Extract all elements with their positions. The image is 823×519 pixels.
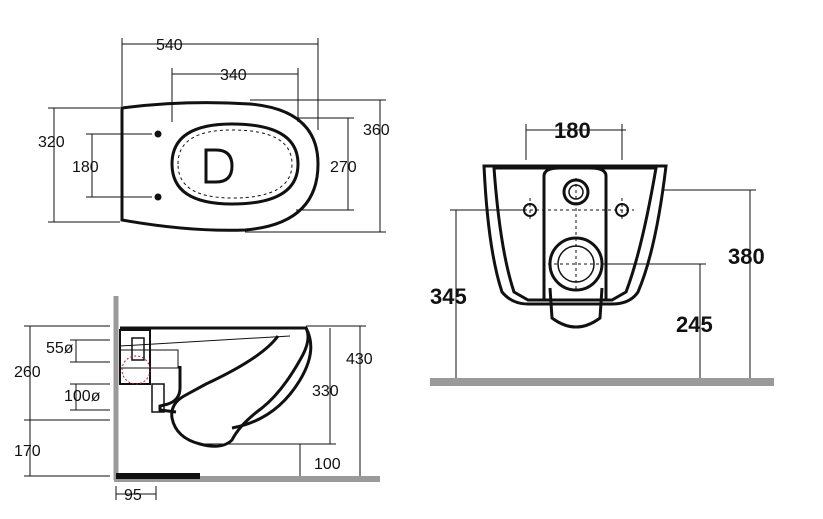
dim-side-rim-height: 430: [346, 351, 373, 368]
dim-top-length: 540: [156, 37, 183, 54]
side-view-inlet-marker: [121, 355, 151, 385]
dim-side-outlet-diameter: 100ø: [64, 388, 101, 405]
dim-top-seat-width: 270: [330, 159, 357, 176]
rear-view-inner: [492, 166, 658, 302]
dim-rear-outlet-height: 245: [676, 312, 713, 337]
dim-side-wall-depth: 95: [124, 487, 142, 504]
dim-side-bowl-height: 330: [312, 383, 339, 400]
dim-side-outlet-height: 260: [14, 364, 41, 381]
top-view-outline: [120, 101, 320, 232]
dim-side-inlet-diameter: 55ø: [46, 340, 74, 357]
side-view-trap: [158, 366, 182, 414]
dim-top-holes: 180: [72, 159, 99, 176]
top-view-bowl-opening: [170, 122, 300, 206]
dim-top-seat-length: 340: [220, 67, 247, 84]
top-view: 540 340 320 180 360 270: [38, 37, 390, 233]
top-view-drain-d: [204, 148, 234, 184]
dim-rear-total-height: 380: [728, 244, 765, 269]
side-view-outer-shell: [231, 327, 313, 430]
top-view-fixing-hole: [154, 193, 162, 201]
dim-rear-bolt-spacing: 180: [554, 118, 591, 143]
dim-top-width-left: 320: [38, 134, 65, 151]
side-view-floor: [114, 476, 380, 482]
dim-rear-fixing-height: 345: [430, 284, 467, 309]
side-view-bowl: [120, 326, 310, 448]
rear-view-outline: [482, 164, 668, 306]
dim-top-width-right: 360: [363, 122, 390, 139]
rear-view-floor: [430, 378, 774, 386]
top-view-fixing-hole: [154, 130, 162, 138]
dim-side-floor-to-outlet: 170: [14, 443, 41, 460]
rear-view: 180 345 380 245: [430, 118, 774, 386]
dim-side-bottom-clearance: 100: [314, 456, 341, 473]
rear-view-pocket: [542, 166, 608, 302]
side-view: 260 55ø 100ø 170 430 330 100 95: [14, 296, 380, 504]
top-view-bowl-inner: [177, 129, 293, 199]
